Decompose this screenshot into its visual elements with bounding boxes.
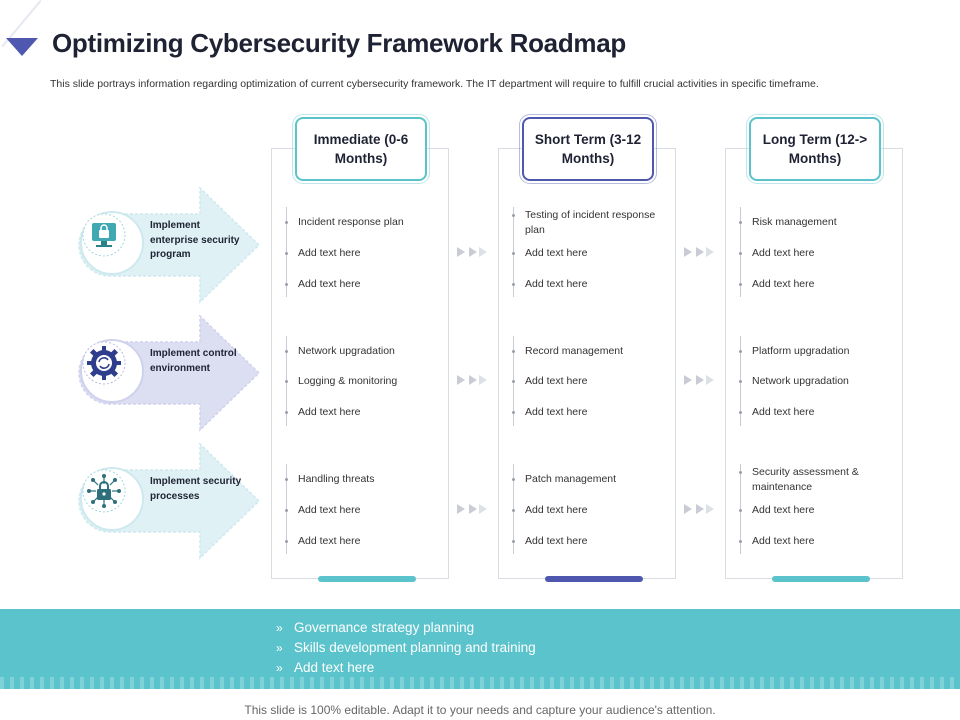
column-accent-bar	[545, 576, 643, 582]
list-item: Handling threats	[285, 472, 438, 487]
page-subtitle: This slide portrays information regardin…	[50, 78, 819, 90]
cell: Incident response plan Add text here Add…	[285, 207, 438, 297]
band-item: » Governance strategy planning	[276, 618, 536, 638]
list-item: Add text here	[739, 503, 892, 518]
row-arrow-control: Implement control environment	[70, 314, 262, 432]
list-item: Add text here	[512, 374, 665, 389]
column-header: Immediate (0-6 Months)	[292, 114, 430, 184]
band-stripe	[0, 677, 960, 689]
page-title: Optimizing Cybersecurity Framework Roadm…	[52, 28, 626, 58]
monitor-lock-icon	[80, 211, 144, 275]
list-item: Logging & monitoring	[285, 374, 438, 389]
band-item-text: Add text here	[294, 660, 375, 675]
column-accent-bar	[772, 576, 870, 582]
list-item: Add text here	[512, 246, 665, 261]
chevron-right-icon: »	[276, 621, 283, 635]
cell: Patch management Add text here Add text …	[512, 464, 665, 554]
list-item: Risk management	[739, 215, 892, 230]
row-label: Implement control environment	[150, 348, 237, 374]
cell: Security assessment & maintenance Add te…	[739, 464, 892, 554]
list-item: Add text here	[285, 277, 438, 292]
list-item: Security assessment & maintenance	[739, 465, 892, 495]
column-header: Short Term (3-12 Months)	[519, 114, 657, 184]
list-item: Network upgradation	[739, 374, 892, 389]
band-item: » Add text here	[276, 658, 536, 678]
band-item-text: Skills development planning and training	[294, 640, 536, 655]
cell: Handling threats Add text here Add text …	[285, 464, 438, 554]
list-item: Add text here	[739, 246, 892, 261]
double-chevron-right-icon	[684, 375, 714, 385]
double-chevron-right-icon	[684, 504, 714, 514]
cell: Platform upgradation Network upgradation…	[739, 336, 892, 426]
gear-sync-icon	[80, 339, 144, 403]
column-long-term: Long Term (12-> Months) Risk management …	[725, 114, 903, 582]
chevron-right-icon: »	[276, 641, 283, 655]
list-item: Patch management	[512, 472, 665, 487]
list-item: Add text here	[739, 405, 892, 420]
double-chevron-right-icon	[457, 504, 487, 514]
chevron-right-icon: »	[276, 661, 283, 675]
title-triangle-icon	[6, 38, 38, 56]
list-item: Network upgradation	[285, 344, 438, 359]
list-item: Add text here	[739, 534, 892, 549]
column-immediate: Immediate (0-6 Months) Incident response…	[271, 114, 449, 582]
band-list: » Governance strategy planning » Skills de…	[276, 618, 536, 678]
list-item: Add text here	[285, 405, 438, 420]
band-item-text: Governance strategy planning	[294, 620, 475, 635]
list-item: Testing of incident response plan	[512, 208, 665, 238]
list-item: Add text here	[285, 246, 438, 261]
list-item: Add text here	[739, 277, 892, 292]
list-item: Add text here	[512, 503, 665, 518]
cell: Record management Add text here Add text…	[512, 336, 665, 426]
list-item: Record management	[512, 344, 665, 359]
row-label: Implement enterprise security program	[150, 220, 240, 260]
list-item: Add text here	[285, 534, 438, 549]
column-short-term: Short Term (3-12 Months) Testing of inci…	[498, 114, 676, 582]
list-item: Platform upgradation	[739, 344, 892, 359]
list-item: Add text here	[512, 277, 665, 292]
bottom-band: » Governance strategy planning » Skills de…	[0, 609, 960, 689]
cell: Testing of incident response plan Add te…	[512, 207, 665, 297]
row-arrow-enterprise: Implement enterprise security program	[70, 186, 262, 304]
list-item: Add text here	[512, 534, 665, 549]
cell: Risk management Add text here Add text h…	[739, 207, 892, 297]
cell: Network upgradation Logging & monitoring…	[285, 336, 438, 426]
double-chevron-right-icon	[457, 375, 487, 385]
row-label: Implement security processes	[150, 476, 242, 502]
double-chevron-right-icon	[457, 247, 487, 257]
footer-note: This slide is 100% editable. Adapt it to…	[244, 703, 716, 717]
column-header: Long Term (12-> Months)	[746, 114, 884, 184]
row-arrow-processes: Implement security processes	[70, 442, 262, 560]
double-chevron-right-icon	[684, 247, 714, 257]
column-accent-bar	[318, 576, 416, 582]
list-item: Incident response plan	[285, 215, 438, 230]
band-item: » Skills development planning and trainin…	[276, 638, 536, 658]
lock-network-icon	[80, 467, 144, 531]
list-item: Add text here	[285, 503, 438, 518]
list-item: Add text here	[512, 405, 665, 420]
